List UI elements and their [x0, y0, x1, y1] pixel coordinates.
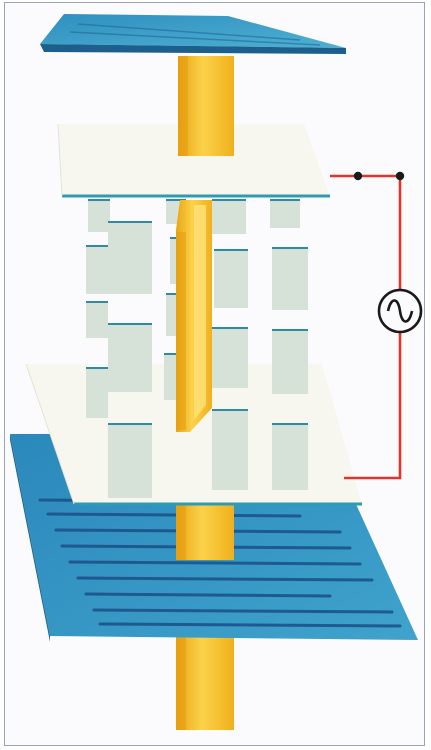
crystal-block — [272, 248, 308, 310]
crystal-block — [86, 246, 108, 294]
crystal-block — [86, 302, 108, 338]
light-beam-top — [178, 56, 234, 156]
crystal-block — [214, 250, 248, 308]
crystal-block — [272, 424, 308, 490]
crystal-block — [108, 324, 152, 392]
crystal-block — [88, 200, 110, 232]
light-beam-lower — [176, 500, 234, 560]
ac-circuit — [330, 172, 421, 478]
light-beam-bottom — [176, 626, 234, 730]
circuit-node-2 — [396, 172, 404, 180]
crystal-block — [108, 424, 152, 498]
circuit-node-1 — [354, 172, 362, 180]
crystal-block — [86, 368, 108, 418]
crystal-block — [212, 410, 248, 490]
ac-voltage-source — [379, 290, 421, 332]
crystal-block — [270, 200, 300, 228]
crystal-block — [108, 222, 152, 294]
crystal-block — [212, 328, 248, 388]
light-beam-twisted — [176, 200, 212, 432]
crystal-block — [212, 200, 246, 234]
crystal-block — [272, 330, 308, 394]
top-polarizer — [40, 14, 346, 54]
